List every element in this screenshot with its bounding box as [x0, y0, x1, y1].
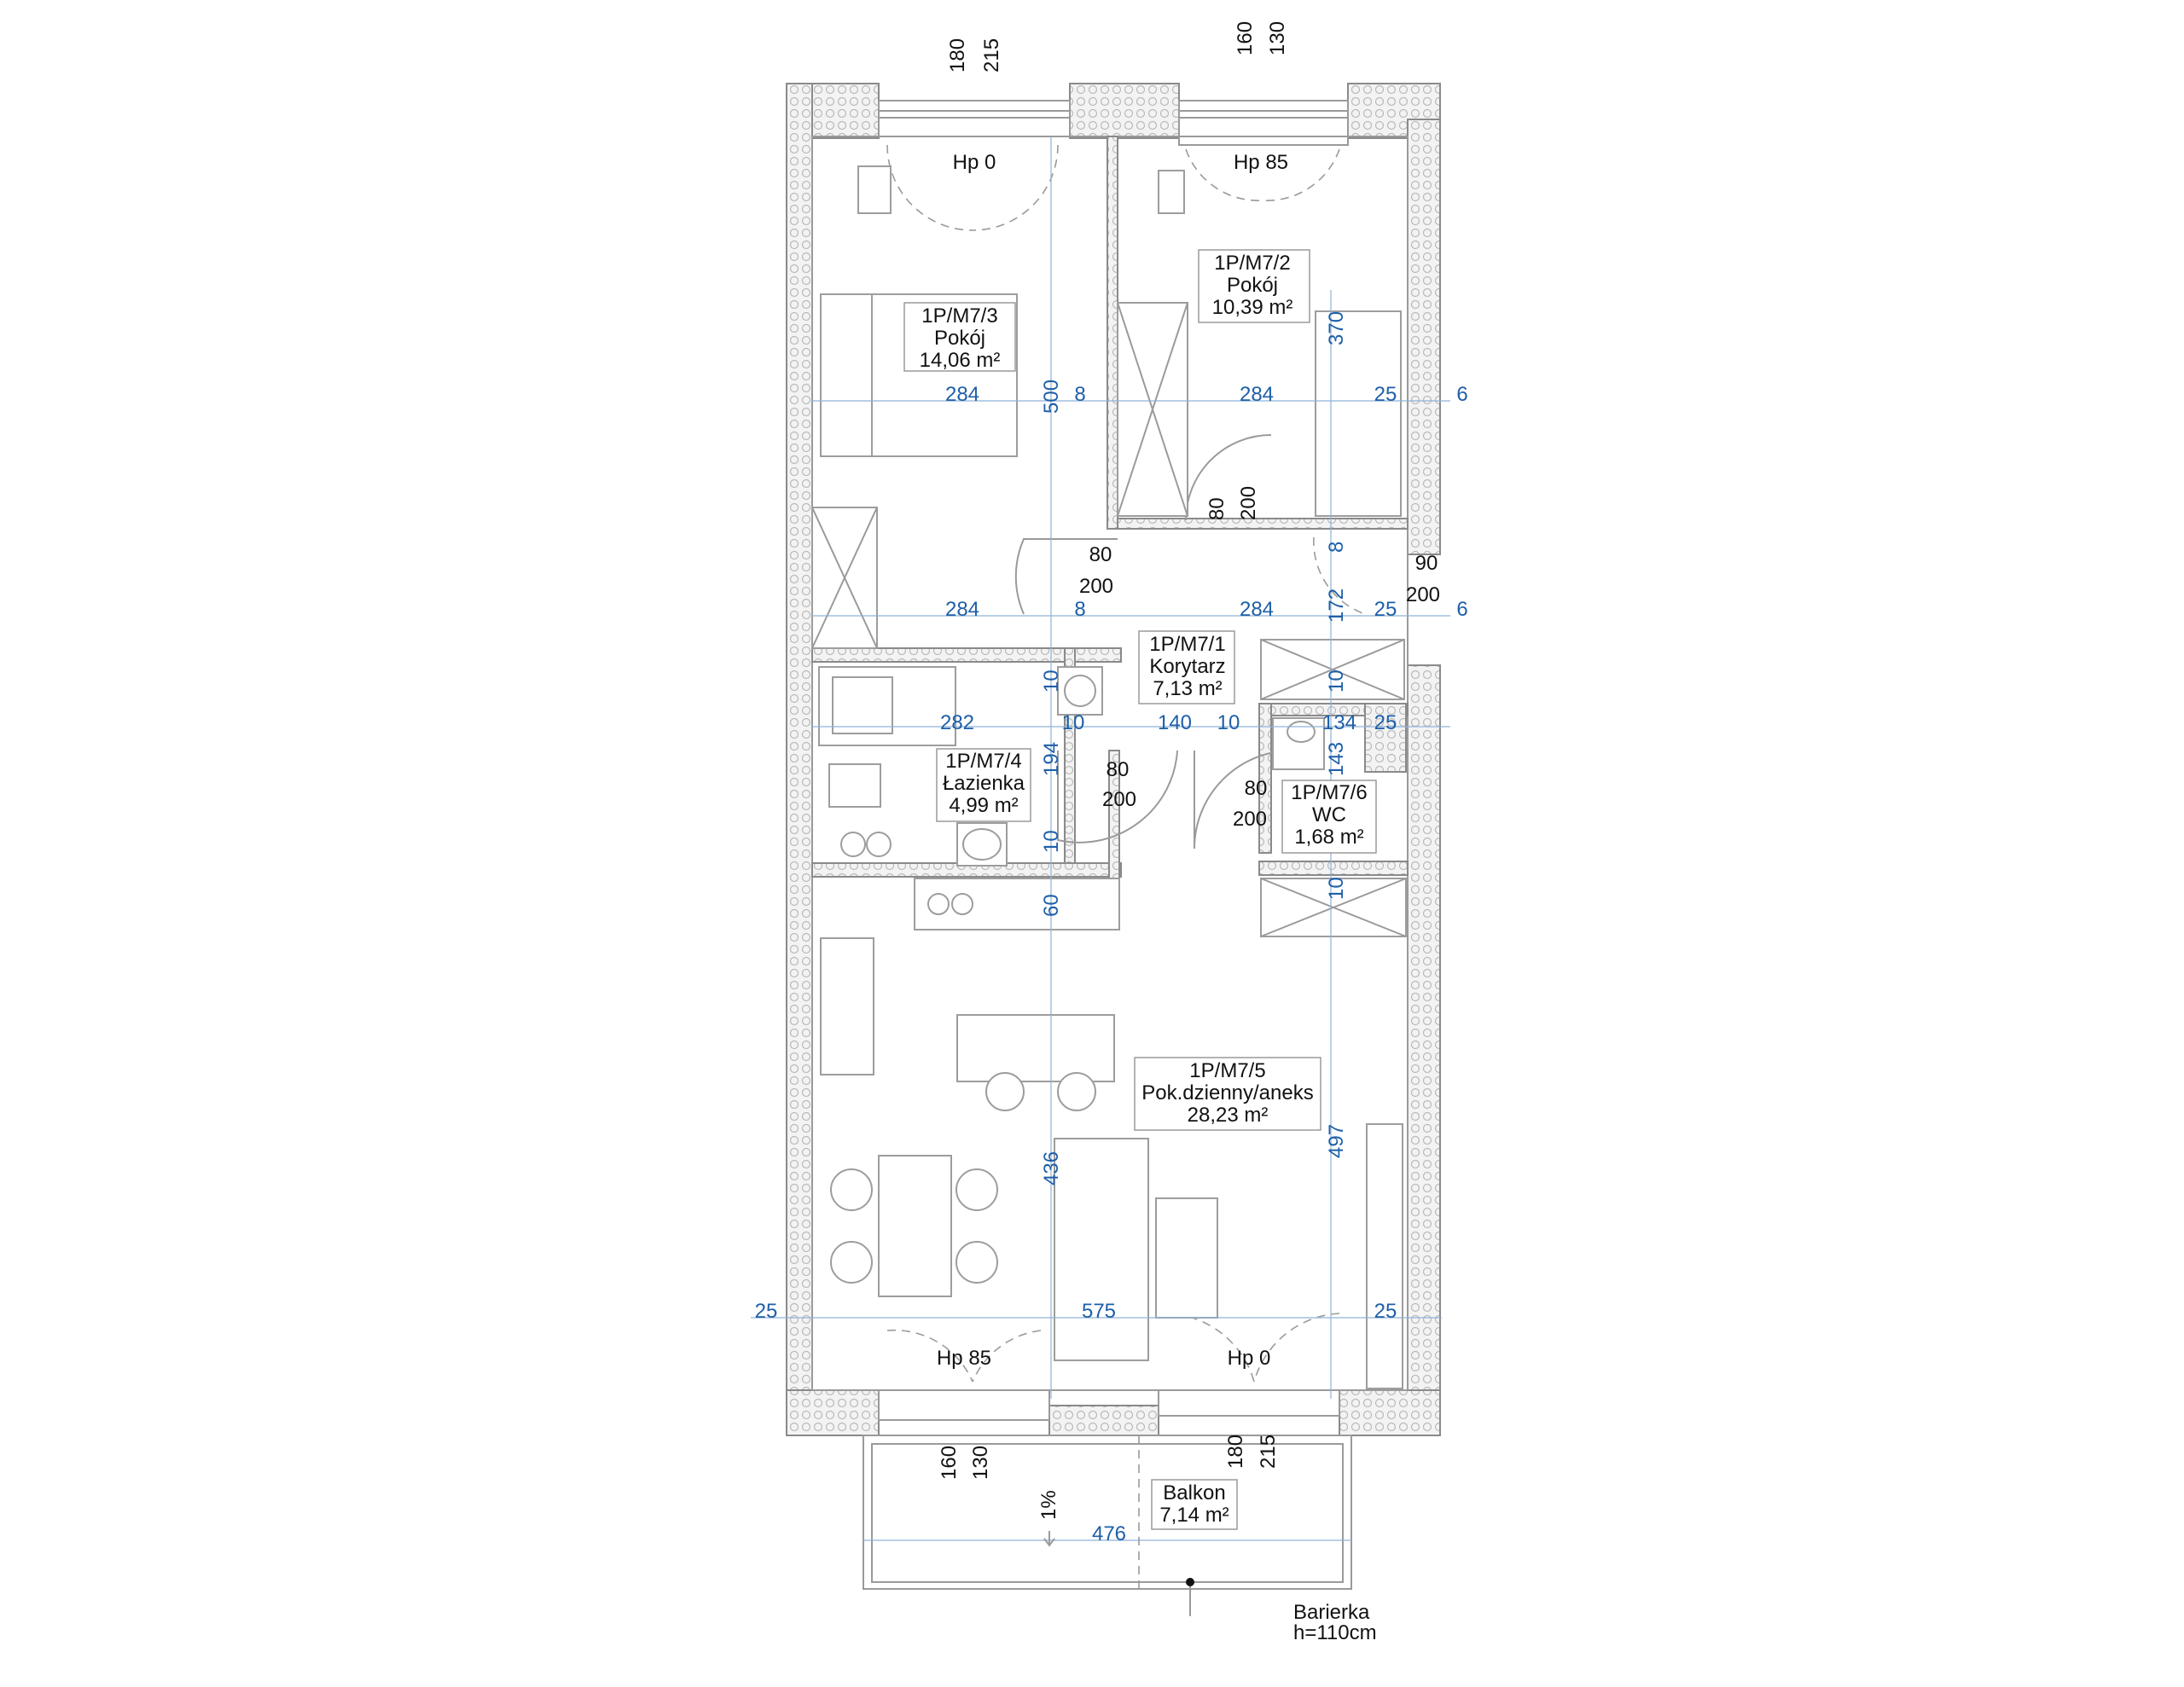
- window-height: 180: [946, 38, 969, 72]
- room-name: Łazienka: [943, 772, 1025, 795]
- room-label-balkon: Balkon 7,14 m²: [1151, 1479, 1238, 1530]
- room-id: 1P/M7/1: [1149, 633, 1225, 656]
- room-area: 1,68 m²: [1294, 826, 1363, 849]
- dim-label: 476: [1092, 1522, 1126, 1545]
- door-width: 80: [1205, 497, 1228, 520]
- dim-label: 284: [1240, 383, 1274, 406]
- inner-walls: [811, 136, 1409, 930]
- dim-label: 282: [940, 711, 974, 734]
- dim-label: 10: [1062, 711, 1085, 734]
- window-label: Hp 0: [1228, 1347, 1271, 1370]
- dim-label: 172: [1325, 588, 1348, 623]
- door-height: 200: [1079, 575, 1113, 598]
- room-label-salon: 1P/M7/5 Pok.dzienny/aneks 28,23 m²: [1134, 1057, 1321, 1131]
- room-name: Balkon: [1163, 1481, 1225, 1504]
- door-height: 200: [1233, 808, 1267, 831]
- room-label-pokoj-2: 1P/M7/2 Pokój 10,39 m²: [1198, 249, 1310, 323]
- dim-label: 575: [1082, 1300, 1116, 1323]
- window-height: 130: [1266, 21, 1289, 55]
- room-area: 14,06 m²: [920, 349, 1001, 372]
- dim-label: 284: [1240, 598, 1274, 621]
- window-height: 215: [1257, 1435, 1280, 1469]
- dim-label: 25: [755, 1300, 778, 1323]
- room-area: 7,13 m²: [1153, 677, 1222, 700]
- door-height: 200: [1237, 486, 1260, 520]
- dim-label: 10: [1040, 830, 1063, 853]
- dim-label: 25: [1374, 1300, 1397, 1323]
- door-height: 200: [1102, 788, 1136, 811]
- room-area: 4,99 m²: [949, 794, 1018, 817]
- window-height: 180: [1224, 1435, 1247, 1469]
- dim-label: 140: [1158, 711, 1192, 734]
- window-height: 160: [1234, 21, 1257, 55]
- room-id: 1P/M7/2: [1214, 252, 1290, 275]
- window-label: Hp 85: [937, 1347, 991, 1370]
- dim-label: 143: [1325, 742, 1348, 776]
- room-name: Pokój: [1227, 274, 1278, 297]
- dim-label: 134: [1322, 711, 1356, 734]
- slope-label: 1%: [1037, 1490, 1060, 1520]
- dim-label: 25: [1374, 598, 1397, 621]
- window-label: Hp 85: [1234, 151, 1288, 174]
- room-label-pokoj-3: 1P/M7/3 Pokój 14,06 m²: [903, 302, 1016, 372]
- dim-label: 284: [945, 598, 979, 621]
- door-width: 80: [1245, 777, 1268, 800]
- window-height: 130: [969, 1446, 992, 1480]
- dim-label: 8: [1074, 383, 1085, 406]
- room-area: 7,14 m²: [1159, 1504, 1228, 1527]
- door-width: 80: [1107, 758, 1130, 781]
- room-name: Pok.dzienny/aneks: [1141, 1081, 1313, 1104]
- room-area: 28,23 m²: [1188, 1104, 1269, 1127]
- dim-label: 370: [1325, 311, 1348, 345]
- room-area: 10,39 m²: [1212, 296, 1293, 319]
- room-label-korytarz: 1P/M7/1 Korytarz 7,13 m²: [1138, 630, 1235, 704]
- door-width: 90: [1415, 552, 1438, 575]
- room-id: 1P/M7/4: [945, 750, 1021, 773]
- door-height: 200: [1406, 583, 1440, 606]
- room-label-lazienka: 1P/M7/4 Łazienka 4,99 m²: [936, 748, 1031, 822]
- furniture: [811, 165, 1407, 1389]
- dim-label: 10: [1217, 711, 1240, 734]
- room-id: 1P/M7/5: [1189, 1059, 1265, 1082]
- windows: [878, 100, 1349, 1421]
- dim-label: 60: [1040, 894, 1063, 917]
- dim-label: 25: [1374, 711, 1397, 734]
- room-name: Pokój: [934, 327, 985, 350]
- dim-label: 6: [1456, 598, 1467, 621]
- outer-walls: [786, 83, 1441, 1436]
- dim-label: 10: [1325, 877, 1348, 900]
- dim-label: 8: [1325, 542, 1348, 553]
- door-swings: [886, 144, 1366, 1383]
- dim-label: 497: [1325, 1124, 1348, 1158]
- room-label-wc: 1P/M7/6 WC 1,68 m²: [1281, 780, 1377, 854]
- dim-label: 10: [1040, 670, 1063, 693]
- dim-label: 194: [1040, 742, 1063, 776]
- balcony: [863, 1435, 1352, 1616]
- window-label: Hp 0: [953, 151, 996, 174]
- dimension-lines: [751, 136, 1450, 1399]
- dim-label: 6: [1456, 383, 1467, 406]
- barrier-label: Barierka: [1293, 1601, 1370, 1624]
- dim-label: 284: [945, 383, 979, 406]
- dim-label: 25: [1374, 383, 1397, 406]
- dim-label: 436: [1040, 1151, 1063, 1186]
- window-height: 160: [938, 1446, 961, 1480]
- dim-label: 500: [1040, 380, 1063, 414]
- room-name: WC: [1312, 803, 1346, 826]
- barrier-height-label: h=110cm: [1293, 1621, 1377, 1644]
- blue-dimensions: 284 8 284 25 6 284 8 284 172 25 6 282 10…: [755, 311, 1468, 1545]
- window-height: 215: [980, 38, 1003, 72]
- room-id: 1P/M7/3: [921, 304, 997, 328]
- room-id: 1P/M7/6: [1291, 781, 1367, 804]
- door-width: 80: [1089, 543, 1112, 566]
- dim-label: 8: [1074, 598, 1085, 621]
- room-name: Korytarz: [1149, 655, 1225, 678]
- dim-label: 10: [1325, 670, 1348, 693]
